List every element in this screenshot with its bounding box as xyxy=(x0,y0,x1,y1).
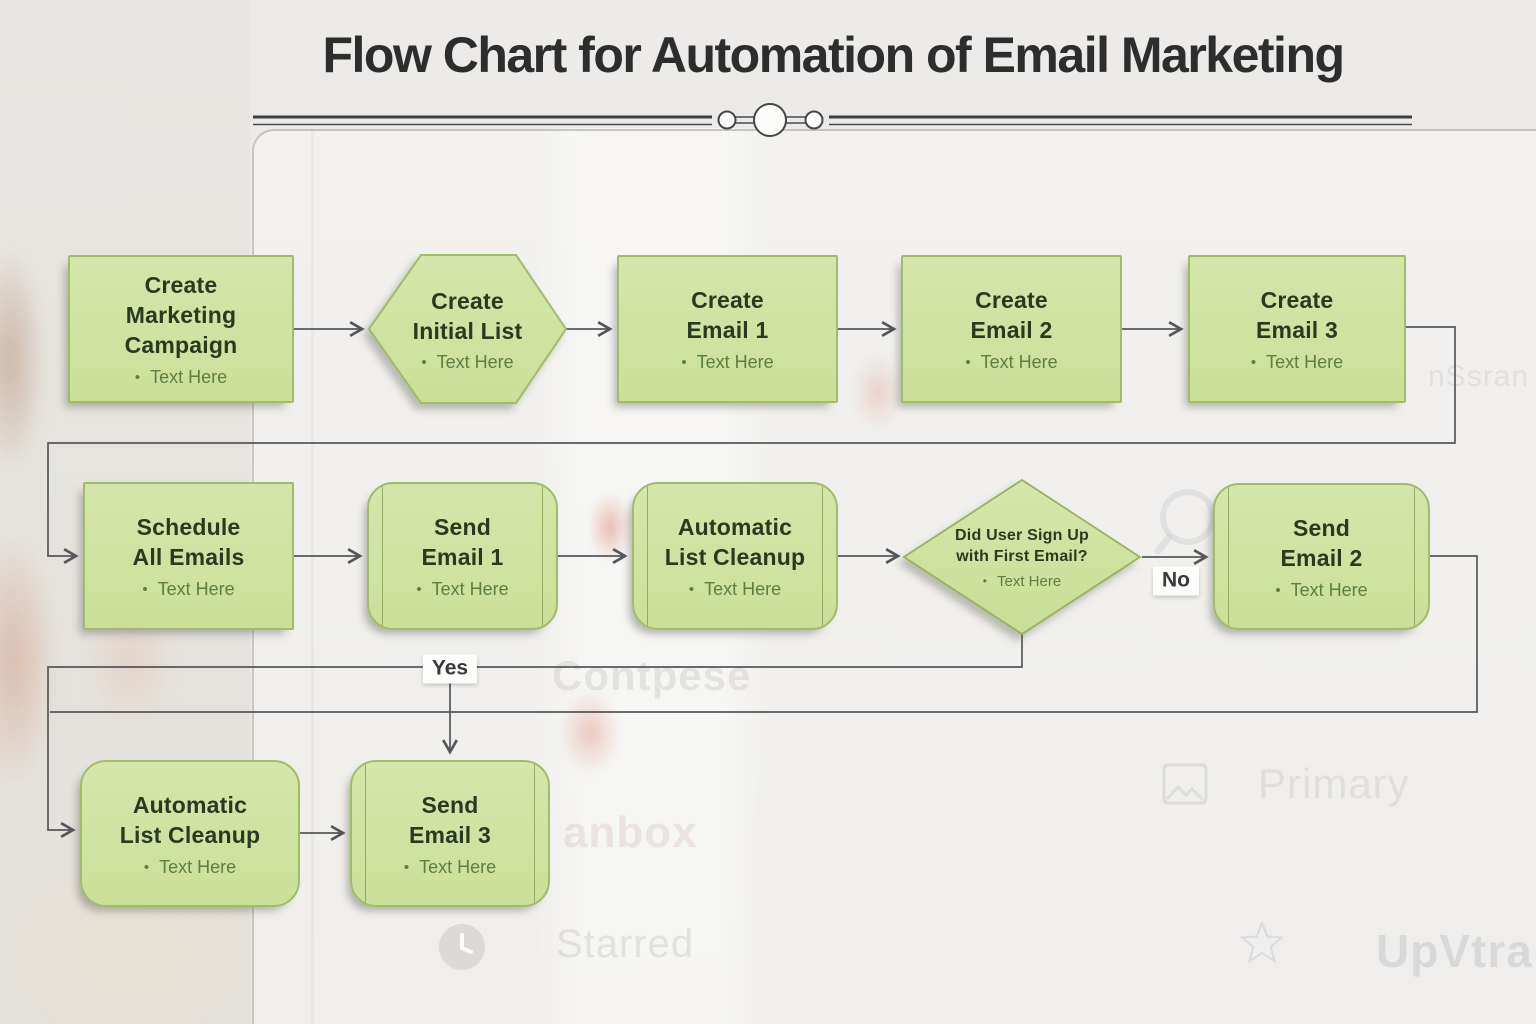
bullet-dot: • xyxy=(134,369,141,386)
bullet-text: Text Here xyxy=(436,351,514,372)
node-title: Create Email 1 xyxy=(686,287,769,343)
node-bullet: • Text Here xyxy=(421,352,513,373)
ghost-panel-seam xyxy=(311,130,314,1024)
bullet-text: Text Here xyxy=(1266,352,1344,372)
bullet-text: Text Here xyxy=(980,352,1058,372)
bullet-dot: • xyxy=(421,353,427,371)
flow-node-send-email-1: Send Email 1 • Text Here xyxy=(367,482,558,630)
flow-node-send-email-3: Send Email 3 • Text Here xyxy=(350,760,550,907)
connector xyxy=(47,326,1456,564)
flow-node-create-email-1: Create Email 1 • Text Here xyxy=(617,255,838,403)
node-title: Did User Sign Up with First Email? xyxy=(955,526,1089,565)
bullet-text: Text Here xyxy=(419,856,497,877)
bullet-dot: • xyxy=(1250,354,1257,371)
hexagon-shape xyxy=(367,254,568,404)
bullet-text: Text Here xyxy=(696,352,774,372)
branch-label-yes: Yes xyxy=(422,654,478,684)
connector xyxy=(47,633,1023,838)
flow-node-schedule-all-emails: Schedule All Emails • Text Here xyxy=(83,482,294,630)
title-divider xyxy=(253,103,1412,137)
bullet-dot: • xyxy=(1275,581,1281,599)
node-title: Send Email 1 xyxy=(421,514,504,570)
branch-label-no: No xyxy=(1153,566,1199,596)
node-title: Create Initial List xyxy=(412,287,523,344)
diamond-shape xyxy=(902,478,1142,636)
bullet-dot: • xyxy=(681,354,687,371)
bullet-text: Text Here xyxy=(150,367,228,387)
bullet-dot: • xyxy=(403,858,410,876)
node-bullet: • Text Here xyxy=(416,579,508,600)
node-title: Create Email 2 xyxy=(970,287,1053,343)
flow-node-create-initial-list: Create Initial List • Text Here xyxy=(366,252,569,406)
flow-node-send-email-2: Send Email 2 • Text Here xyxy=(1213,483,1430,630)
node-title: Create Email 3 xyxy=(1256,287,1338,343)
bullet-text: Text Here xyxy=(431,579,509,599)
node-bullet: • Text Here xyxy=(1275,580,1367,601)
bullet-text: Text Here xyxy=(159,856,237,877)
node-title: Send Email 3 xyxy=(409,791,491,848)
node-bullet: • Text Here xyxy=(144,857,236,878)
node-title: Create Marketing Campaign xyxy=(124,272,238,358)
bullet-text: Text Here xyxy=(997,572,1062,590)
flow-node-create-marketing-campaign: Create Marketing Campaign • Text Here xyxy=(68,255,294,403)
bullet-dot: • xyxy=(142,581,148,598)
bullet-dot: • xyxy=(965,354,971,371)
bullet-dot: • xyxy=(416,581,422,598)
flow-node-automatic-list-cleanup-row3: Automatic List Cleanup • Text Here xyxy=(80,760,300,907)
node-title: Automatic List Cleanup xyxy=(664,514,806,570)
bullet-text: Text Here xyxy=(704,579,782,599)
page-title: Flow Chart for Automation of Email Marke… xyxy=(322,27,1345,83)
bullet-text: Text Here xyxy=(157,579,235,599)
bullet-dot: • xyxy=(688,581,695,598)
connector xyxy=(50,555,1478,713)
node-bullet: • Text Here xyxy=(1251,352,1343,373)
flow-node-did-user-sign-up: Did User Sign Up with First Email? • Text… xyxy=(900,476,1144,638)
node-bullet: • Text Here xyxy=(142,579,234,600)
node-bullet: • Text Here xyxy=(681,352,773,373)
flow-node-automatic-list-cleanup-row2: Automatic List Cleanup • Text Here xyxy=(632,482,838,630)
node-title: Schedule All Emails xyxy=(132,514,245,570)
node-title: Automatic List Cleanup xyxy=(119,791,261,848)
bullet-dot: • xyxy=(982,574,987,588)
node-bullet: • Text Here xyxy=(983,573,1061,590)
bullet-dot: • xyxy=(143,858,150,876)
node-bullet: • Text Here xyxy=(404,857,496,878)
node-bullet: • Text Here xyxy=(965,352,1057,373)
node-bullet: • Text Here xyxy=(135,367,227,388)
node-title: Send Email 2 xyxy=(1280,514,1363,571)
node-bullet: • Text Here xyxy=(689,579,781,600)
flow-node-create-email-2: Create Email 2 • Text Here xyxy=(901,255,1122,403)
bullet-text: Text Here xyxy=(1290,579,1368,600)
flow-node-create-email-3: Create Email 3 • Text Here xyxy=(1188,255,1406,403)
